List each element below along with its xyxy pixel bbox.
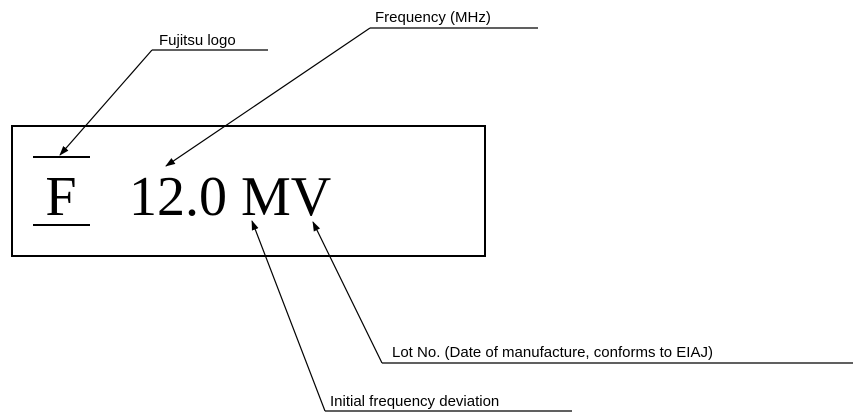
label-frequency: Frequency (MHz)	[375, 9, 491, 26]
leader-fujitsu-logo-arrow	[59, 49, 153, 156]
label-fujitsu-logo: Fujitsu logo	[159, 32, 236, 49]
leader-frequency-arrow	[165, 27, 371, 167]
logo-letter: F	[45, 166, 76, 228]
marking-text: 12.0 MV	[129, 166, 331, 228]
leader-initial-deviation-arrow	[251, 220, 326, 412]
leader-lot-no-arrow	[312, 221, 383, 364]
label-lot-no: Lot No. (Date of manufacture, conforms t…	[392, 344, 713, 361]
package-outline	[11, 125, 486, 257]
label-initial-deviation: Initial frequency deviation	[330, 393, 499, 410]
